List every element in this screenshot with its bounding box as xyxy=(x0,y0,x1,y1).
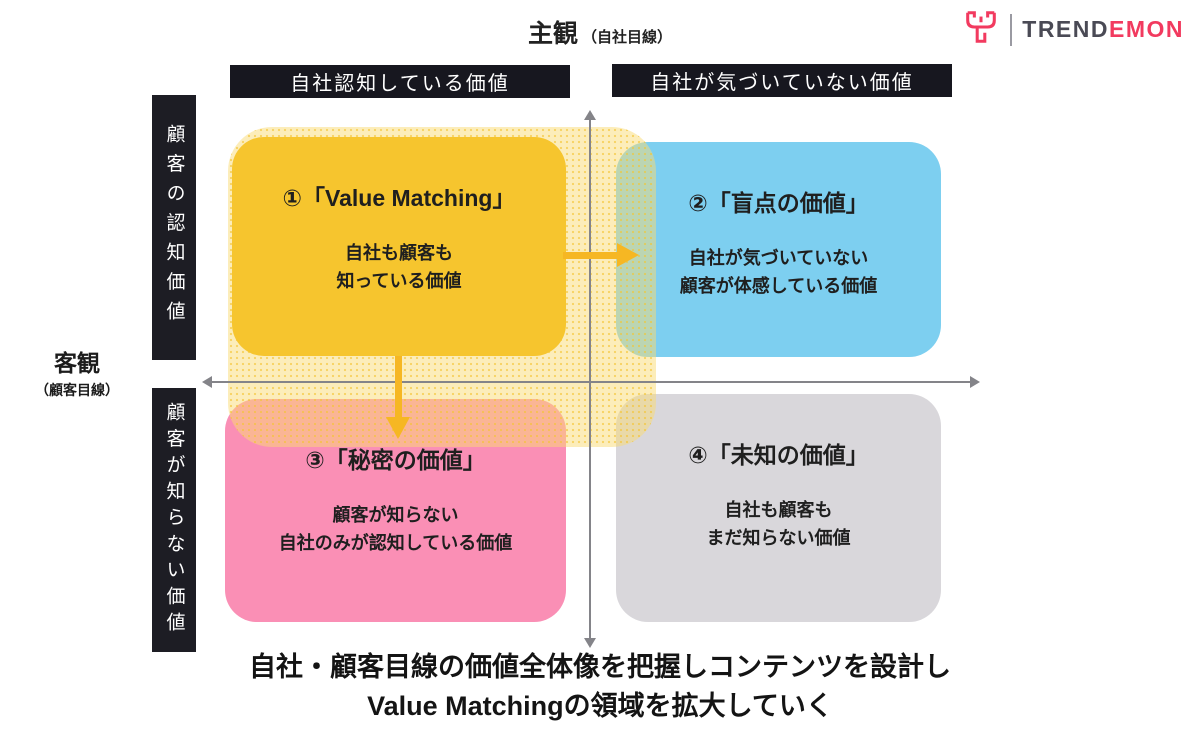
logo-text-trend: TREND xyxy=(1022,16,1109,42)
quadrant-2-title: ②「盲点の価値」 xyxy=(688,190,869,216)
horizontal-axis-line xyxy=(210,381,972,383)
quadrant-3-body-line1: 顧客が知らない xyxy=(332,505,459,525)
logo-wordmark: TRENDEMON xyxy=(1022,16,1184,43)
caption-line1: 自社・顧客目線の価値全体像を把握しコンテンツを設計し xyxy=(249,652,951,682)
top-axis-title-sub: （自社目線） xyxy=(582,29,673,46)
quadrant-unknown-value: ④「未知の価値」 自社も顧客も まだ知らない価値 xyxy=(616,394,941,622)
vertical-axis-arrow-up-icon xyxy=(584,110,596,120)
left-axis-title-sub: （顧客目線） xyxy=(35,382,119,398)
top-axis-title: 主観 （自社目線） xyxy=(0,14,1200,50)
top-axis-title-main: 主観 xyxy=(527,20,578,48)
quadrant-4-body: 自社も顧客も まだ知らない価値 xyxy=(707,497,851,553)
logo-text-emon: EMON xyxy=(1109,16,1184,42)
horizontal-axis-arrow-left-icon xyxy=(202,376,212,388)
bottom-caption: 自社・顧客目線の価値全体像を把握しコンテンツを設計し Value Matchin… xyxy=(0,648,1200,726)
row-header-top-label: 顧客の認知価値 xyxy=(163,124,185,331)
quadrant-2-body-line2: 顧客が体感している価値 xyxy=(679,275,878,296)
expansion-arrow-right-head-icon xyxy=(617,243,639,267)
expansion-arrow-right xyxy=(563,252,618,259)
left-axis-title-main: 客観 xyxy=(54,350,100,376)
vertical-axis-line xyxy=(589,116,591,640)
quadrant-1-body-line1: 自社も顧客も xyxy=(344,243,453,263)
quadrant-4-body-line1: 自社も顧客も xyxy=(724,500,833,520)
quadrant-4-title: ④「未知の価値」 xyxy=(688,442,869,468)
quadrant-1-body-line2: 知っている価値 xyxy=(336,270,462,291)
logo-divider xyxy=(1010,13,1013,46)
quadrant-2-body: 自社が気づいていない 顧客が体感している価値 xyxy=(680,245,877,301)
expansion-arrow-down xyxy=(395,356,402,418)
expansion-arrow-down-head-icon xyxy=(386,417,410,439)
quadrant-3-body: 顧客が知らない 自社のみが認知している価値 xyxy=(279,502,512,558)
trendemon-bull-t-icon xyxy=(962,8,1000,51)
row-header-customer-unknown-value: 顧客が知らない価値 xyxy=(152,388,196,652)
row-header-customer-perceived-value: 顧客の認知価値 xyxy=(152,95,196,360)
quadrant-1-body: 自社も顧客も 知っている価値 xyxy=(336,240,461,296)
horizontal-axis-arrow-right-icon xyxy=(970,376,980,388)
vertical-axis-arrow-down-icon xyxy=(584,638,596,648)
trendemon-logo: TRENDEMON xyxy=(962,8,1184,51)
quadrant-1-title: ①「Value Matching」 xyxy=(282,185,516,211)
quadrant-blind-spot-value: ②「盲点の価値」 自社が気づいていない 顧客が体感している価値 xyxy=(616,142,941,357)
left-axis-title: 客観 （顧客目線） xyxy=(10,344,144,400)
caption-line2: Value Matchingの領域を拡大していく xyxy=(367,691,833,722)
quadrant-value-matching: ①「Value Matching」 自社も顧客も 知っている価値 xyxy=(232,137,566,356)
column-header-unnoticed-value: 自社が気づいていない価値 xyxy=(612,64,952,97)
column-header-known-value: 自社認知している価値 xyxy=(230,65,570,98)
row-header-bottom-label: 顧客が知らない価値 xyxy=(163,402,185,638)
quadrant-2-body-line1: 自社が気づいていない xyxy=(688,248,869,268)
quadrant-3-title: ③「秘密の価値」 xyxy=(305,447,486,473)
quadrant-4-body-line2: まだ知らない価値 xyxy=(706,527,851,548)
quadrant-3-body-line2: 自社のみが認知している価値 xyxy=(278,532,513,553)
